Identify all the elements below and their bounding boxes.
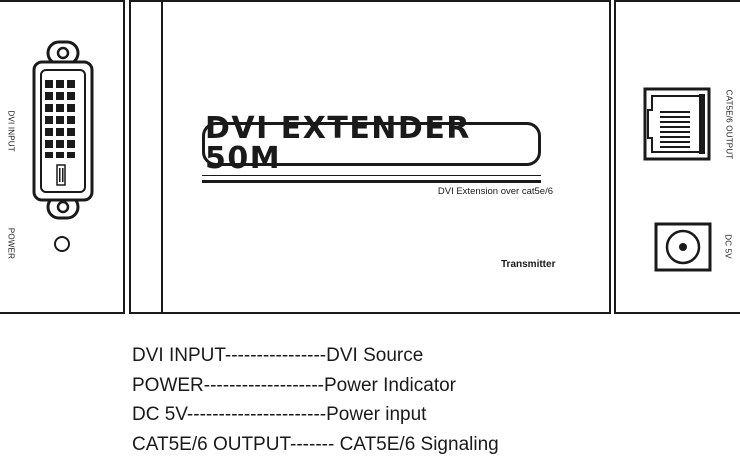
title-rule-thin (202, 175, 541, 176)
left-side-panel: DVI INPUT POWER (0, 0, 125, 314)
dc-power-jack-icon (654, 222, 712, 272)
power-label: POWER (6, 227, 16, 260)
power-indicator-led-icon (54, 236, 70, 252)
right-side-panel: CAT5E/6 OUTPUT DC 5V (614, 0, 740, 314)
legend-item-power: POWER-------------------Power Indicator (132, 374, 457, 396)
port-legend: DVI INPUT----------------DVI Source POWE… (132, 341, 499, 459)
legend-item-cat5e-output: CAT5E/6 OUTPUT------- CAT5E/6 Signaling (132, 433, 499, 455)
cat5e-output-label: CAT5E/6 OUTPUT (724, 89, 734, 160)
unit-type-label: Transmitter (501, 259, 556, 270)
legend-item-dc-5v: DC 5V----------------------Power input (132, 404, 427, 425)
product-title: DVI EXTENDER 50M (205, 111, 471, 176)
dc-5v-label: DC 5V (723, 234, 733, 259)
dvi-input-label: DVI INPUT (6, 110, 16, 152)
product-subtitle: DVI Extension over cat5e/6 (437, 186, 553, 197)
rj45-port-icon (643, 87, 711, 161)
legend-item-dvi-input: DVI INPUT----------------DVI Source (132, 345, 424, 366)
title-rule-thick (202, 180, 541, 183)
product-title-badge: DVI EXTENDER 50M (202, 114, 541, 174)
panel-divider (161, 2, 163, 312)
dvi-port-icon (32, 40, 94, 220)
front-panel: DVI EXTENDER 50M DVI Extension over cat5… (129, 0, 611, 314)
